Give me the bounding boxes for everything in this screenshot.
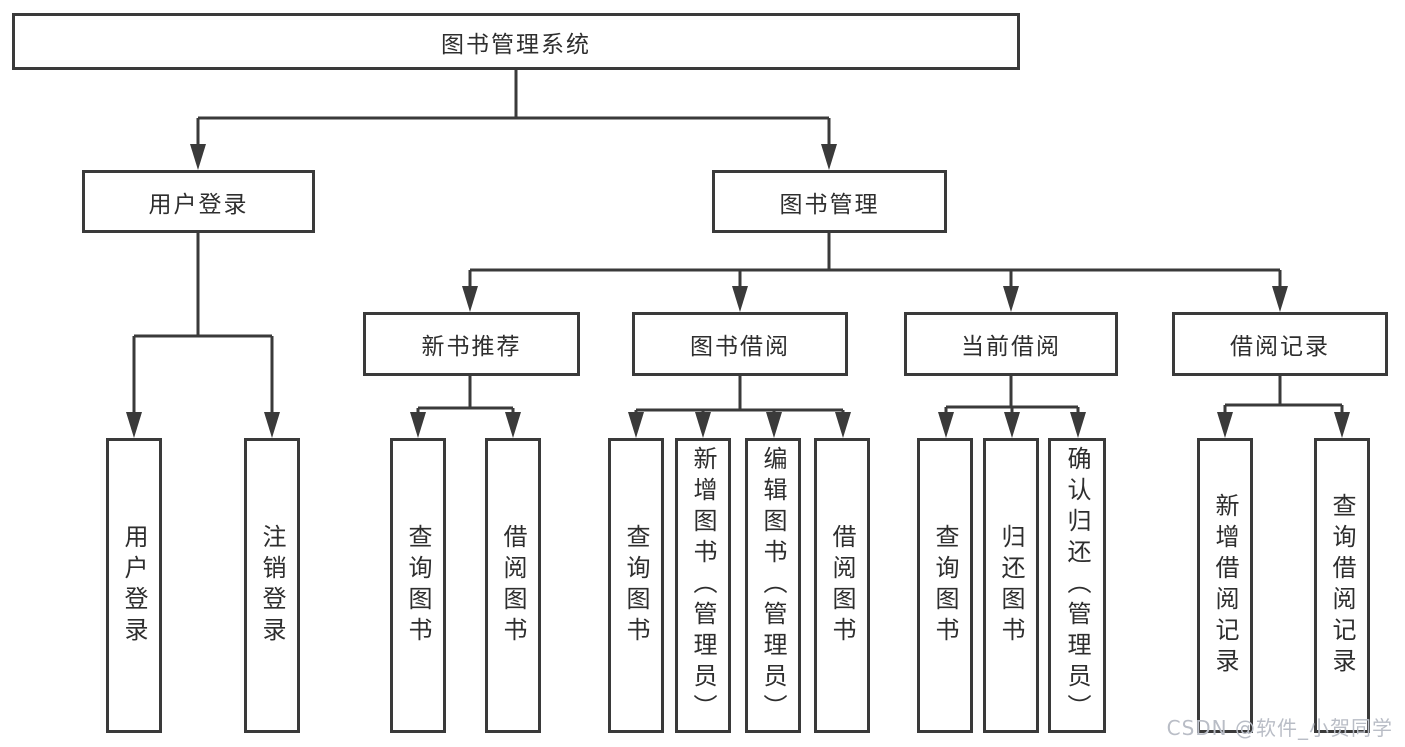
node-book-borrowing: 图书借阅: [632, 312, 848, 376]
leaf-br-query-record: 查询借阅记录: [1314, 438, 1370, 733]
edges-book-management: [462, 233, 1288, 312]
node-book-management: 图书管理: [712, 170, 947, 233]
leaf-bb-edit-books-admin: 编辑图书（管理员）: [745, 438, 801, 733]
edges-current-borrowing: [938, 376, 1086, 438]
leaf-bb-add-books-admin: 新增图书（管理员）: [675, 438, 731, 733]
edges-book-borrowing: [628, 376, 851, 438]
leaf-rec-borrow-books: 借阅图书: [485, 438, 541, 733]
leaf-logout: 注销登录: [244, 438, 300, 733]
edges-root: [190, 70, 837, 170]
leaf-cb-return-books: 归还图书: [983, 438, 1039, 733]
leaf-cb-query-books: 查询图书: [917, 438, 973, 733]
edges-new-book-recommend: [410, 376, 521, 438]
edges-borrowing-records: [1217, 376, 1350, 438]
watermark: CSDN @软件_小贺同学: [1166, 716, 1393, 740]
node-library-management-system: 图书管理系统: [12, 13, 1020, 70]
leaf-rec-query-books: 查询图书: [390, 438, 446, 733]
node-current-borrowing: 当前借阅: [904, 312, 1118, 376]
leaf-bb-borrow-books: 借阅图书: [814, 438, 870, 733]
node-new-book-recommend: 新书推荐: [363, 312, 580, 376]
leaf-cb-confirm-return-admin: 确认归还（管理员）: [1048, 438, 1106, 733]
leaf-bb-query-books: 查询图书: [608, 438, 664, 733]
edges-user-login: [126, 233, 280, 438]
node-user-login: 用户登录: [82, 170, 315, 233]
leaf-br-add-record: 新增借阅记录: [1197, 438, 1253, 733]
node-borrowing-records: 借阅记录: [1172, 312, 1388, 376]
leaf-user-login: 用户登录: [106, 438, 162, 733]
